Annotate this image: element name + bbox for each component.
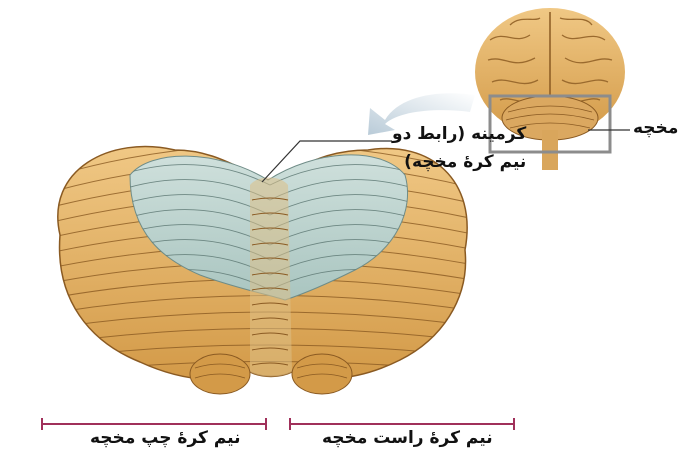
cerebellum-main	[40, 145, 500, 394]
right-hemisphere-label: نیم کرۀ راست مخچه	[322, 428, 493, 448]
vermis-label: کرمینه (رابط دو نیم کرۀ مخچه)	[392, 120, 526, 176]
vermis-label-line-2: نیم کرۀ مخچه)	[392, 148, 526, 176]
cerebellum-label: مخچه	[633, 118, 678, 138]
left-hemisphere-label: نیم کرۀ چپ مخچه	[90, 428, 241, 448]
vermis-label-line-1: کرمینه (رابط دو	[392, 120, 526, 148]
